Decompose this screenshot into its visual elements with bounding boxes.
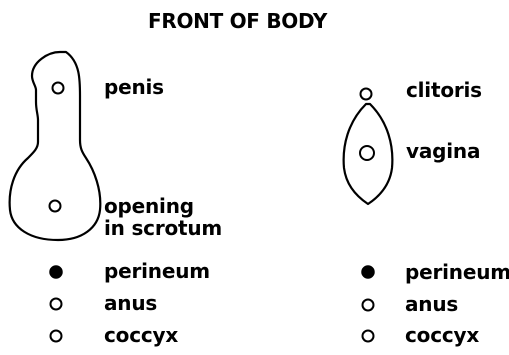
female-vulva-outline — [344, 104, 393, 204]
male-coccyx-label: coccyx — [104, 324, 178, 346]
female-anus-circle — [363, 300, 374, 311]
diagram-title: FRONT OF BODY — [148, 9, 327, 33]
clitoris-circle — [361, 89, 372, 100]
male-perineum-label: perineum — [104, 260, 210, 282]
penis-opening-circle — [53, 83, 64, 94]
male-coccyx-circle — [51, 331, 62, 342]
vagina-opening-circle — [360, 146, 374, 160]
female-perineum-dot — [362, 266, 374, 278]
penis-label: penis — [104, 76, 164, 98]
male-anus-circle — [51, 299, 62, 310]
clitoris-label: clitoris — [406, 79, 482, 101]
male-perineum-dot — [50, 266, 62, 278]
vagina-label: vagina — [406, 140, 480, 162]
scrotum-opening-circle — [50, 201, 61, 212]
female-anus-label: anus — [405, 293, 458, 315]
male-anus-label: anus — [104, 292, 157, 314]
female-coccyx-label: coccyx — [405, 324, 479, 346]
scrotum-label-line2: in scrotum — [104, 217, 222, 239]
scrotum-label-line1: opening — [104, 195, 194, 217]
female-perineum-label: perineum — [405, 261, 509, 283]
female-coccyx-circle — [363, 331, 374, 342]
